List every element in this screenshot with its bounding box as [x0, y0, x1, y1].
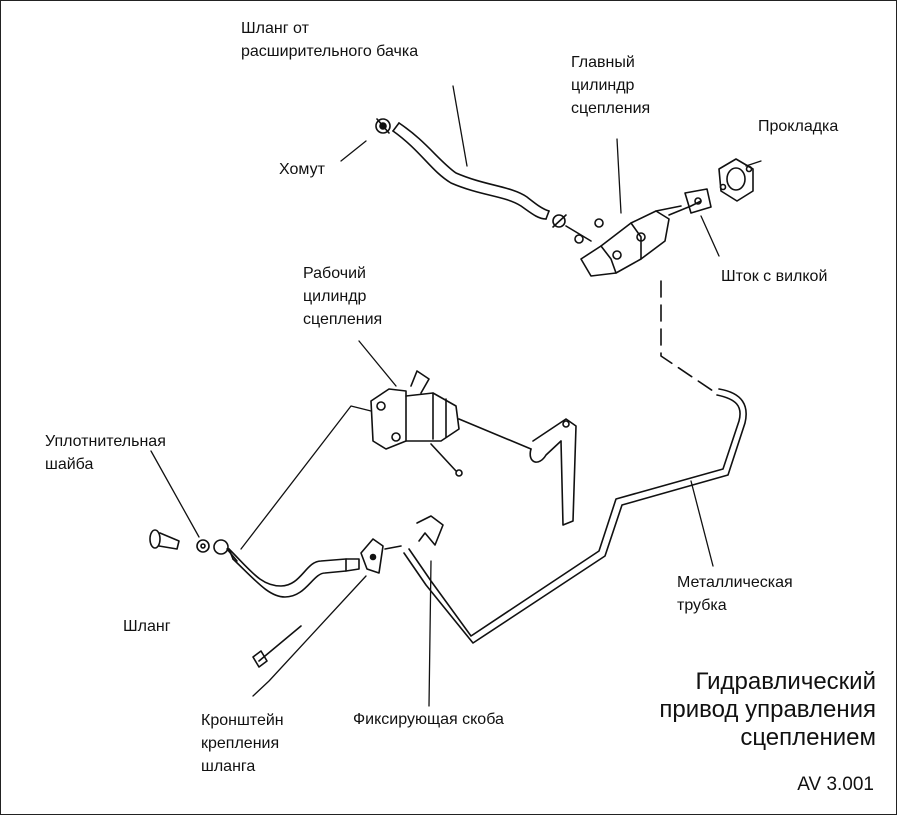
tank-hose: [392, 122, 550, 220]
label-sealing-washer: Уплотнительная шайба: [45, 433, 166, 473]
label-retaining-clip: Фиксирующая скоба: [353, 711, 504, 728]
gasket: [718, 158, 754, 202]
metal-tube: [403, 280, 747, 644]
label-rod-with-fork: Шток с вилкой: [721, 268, 828, 285]
label-hose-bracket: Кронштейн крепления шланга: [201, 712, 284, 775]
retaining-clip: [416, 515, 444, 546]
leader-lines: [150, 85, 762, 707]
hose-clamp-top: [375, 118, 391, 134]
slave-cylinder: [370, 370, 532, 477]
hose-fitting: [213, 539, 238, 562]
label-master-cylinder: Главный цилиндр сцепления: [571, 54, 651, 117]
hose-clamp-lower: [552, 214, 567, 228]
label-clamp: Хомут: [279, 161, 325, 178]
figure-code: AV 3.001: [797, 774, 874, 795]
hose-bracket: [252, 538, 402, 668]
pushrod-with-fork: [668, 188, 712, 216]
diagram-title: Гидравлический привод управления сцеплен…: [659, 668, 876, 751]
sealing-washer: [196, 539, 210, 553]
label-slave-cylinder: Рабочий цилиндр сцепления: [303, 265, 383, 328]
label-hose-from-tank: Шланг от расширительного бачка: [241, 20, 419, 60]
label-hose: Шланг: [123, 618, 171, 635]
clutch-fork: [529, 418, 577, 526]
label-metal-tube: Металлическая трубка: [677, 574, 793, 614]
master-cylinder: [565, 205, 682, 277]
flexible-hose: [228, 548, 360, 598]
label-gasket: Прокладка: [758, 118, 839, 135]
banjo-bolt: [149, 529, 180, 550]
